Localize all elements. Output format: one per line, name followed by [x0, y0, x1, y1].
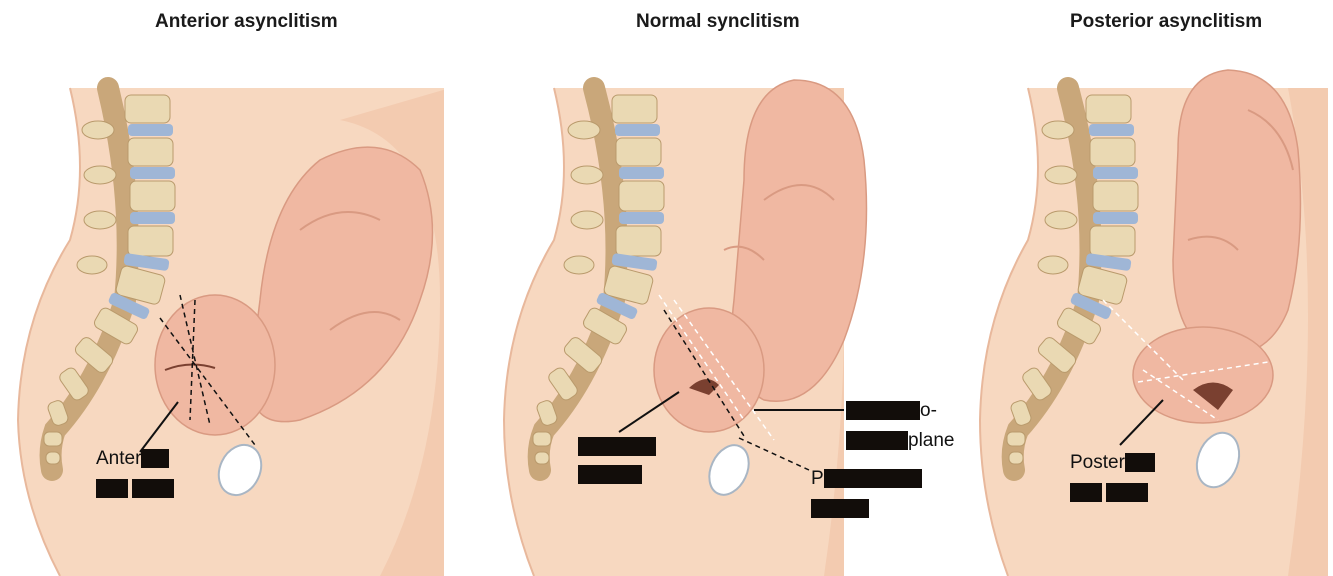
anterior-label-text: Anter [96, 448, 141, 469]
fetal-head [155, 295, 275, 435]
fetus-body [1173, 70, 1300, 355]
redaction-box [1106, 483, 1148, 502]
redaction-box [141, 449, 169, 468]
panel-title: Posterior asynclitism [1070, 11, 1262, 33]
redaction-box [96, 479, 128, 498]
posterior-label: Poster [1070, 452, 1155, 474]
redaction-box [132, 479, 174, 498]
pelvic-inlet-label-text: P [811, 468, 824, 489]
redaction-box [578, 437, 656, 456]
panel-title: Anterior asynclitism [155, 11, 338, 33]
panel-posterior-asynclitism: Posterior asynclitism Poster [888, 0, 1332, 576]
fetal-head [654, 308, 764, 432]
panel-anterior-asynclitism: Anterior asynclitism Anter [0, 0, 444, 576]
anterior-label-line2 [96, 478, 174, 500]
redaction-box [1125, 453, 1155, 472]
redaction-box [811, 499, 869, 518]
sagittal-label-line2 [578, 464, 642, 486]
anterior-asynclitism-illustration [0, 0, 444, 576]
posterior-label-text: Poster [1070, 452, 1125, 473]
anterior-label: Anter [96, 448, 169, 470]
redaction-box [1070, 483, 1102, 502]
sagittal-label [578, 436, 656, 458]
redaction-box [578, 465, 642, 484]
posterior-label-line2 [1070, 482, 1148, 504]
panel-normal-synclitism: Normal synclitism o- plane P [444, 0, 888, 576]
panel-title: Normal synclitism [636, 11, 800, 33]
pelvic-inlet-label-line2 [811, 498, 869, 520]
